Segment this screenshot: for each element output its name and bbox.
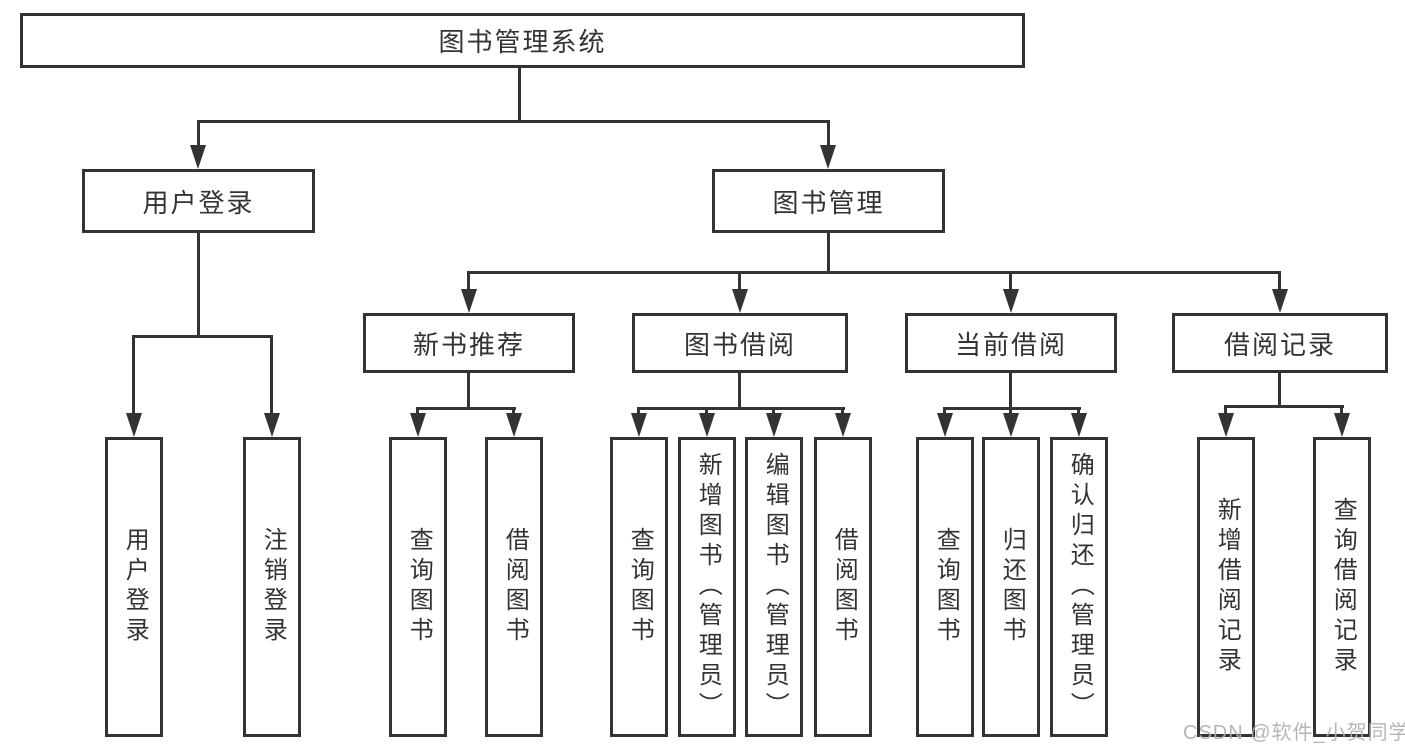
leaf-query-books-borrow: 查询图书 xyxy=(610,437,668,737)
leaf-query-books-recommend: 查询图书 xyxy=(389,437,447,737)
connector-drop xyxy=(1009,271,1012,291)
node-borrow-record: 借阅记录 xyxy=(1172,313,1388,373)
connector-root-stem xyxy=(518,68,521,120)
connector-drop xyxy=(270,335,273,415)
leaf-logout: 注销登录 xyxy=(243,437,301,737)
node-book-borrow: 图书借阅 xyxy=(632,313,848,373)
connector-drop xyxy=(943,407,946,415)
connector-stem xyxy=(738,373,741,407)
leaf-label: 查询图书 xyxy=(626,527,654,647)
leaf-query-borrow-record: 查询借阅记录 xyxy=(1313,437,1371,737)
arrow-down-icon xyxy=(461,289,477,313)
connector-drop xyxy=(197,120,200,147)
arrow-down-icon xyxy=(835,413,851,437)
connector-drop xyxy=(1009,407,1012,415)
connector-drop xyxy=(467,271,470,291)
leaf-label: 新增图书（管理员） xyxy=(694,452,722,722)
arrow-down-icon xyxy=(1272,289,1288,313)
connector-drop xyxy=(772,407,775,415)
leaf-borrow-books-recommend: 借阅图书 xyxy=(485,437,543,737)
connector-drop xyxy=(1224,405,1227,415)
connector-drop xyxy=(1340,405,1343,415)
leaf-label: 用户登录 xyxy=(121,527,149,647)
node-user-login: 用户登录 xyxy=(82,169,315,233)
connector-hline xyxy=(944,407,1081,410)
connector-drop xyxy=(132,335,135,415)
connector-drop xyxy=(512,407,515,415)
connector-drop xyxy=(637,407,640,415)
arrow-down-icon xyxy=(937,413,953,437)
arrow-down-icon xyxy=(1003,289,1019,313)
arrow-down-icon xyxy=(732,289,748,313)
node-library-system: 图书管理系统 xyxy=(20,13,1025,68)
arrow-down-icon xyxy=(506,413,522,437)
leaf-label: 查询借阅记录 xyxy=(1329,497,1357,677)
leaf-label: 借阅图书 xyxy=(501,527,529,647)
leaf-label: 归还图书 xyxy=(998,527,1026,647)
arrow-down-icon xyxy=(1003,413,1019,437)
connector-drop xyxy=(841,407,844,415)
leaf-label: 查询图书 xyxy=(932,527,960,647)
connector-stem xyxy=(1278,373,1281,405)
connector-drop xyxy=(1077,407,1080,415)
leaf-add-books-admin: 新增图书（管理员） xyxy=(678,437,736,737)
arrow-down-icon xyxy=(410,413,426,437)
leaf-return-books: 归还图书 xyxy=(982,437,1040,737)
leaf-label: 新增借阅记录 xyxy=(1213,497,1241,677)
leaf-query-books-current: 查询图书 xyxy=(916,437,974,737)
leaf-user-login: 用户登录 xyxy=(105,437,163,737)
connector-stem xyxy=(1009,373,1012,407)
arrow-down-icon xyxy=(1071,413,1087,437)
leaf-label: 查询图书 xyxy=(405,527,433,647)
node-book-management: 图书管理 xyxy=(712,169,945,233)
connector-user-login-hline xyxy=(133,335,273,338)
connector-drop xyxy=(705,407,708,415)
arrow-down-icon xyxy=(264,413,280,437)
leaf-edit-books-admin: 编辑图书（管理员） xyxy=(745,437,803,737)
connector-hline xyxy=(1225,405,1344,408)
arrow-down-icon xyxy=(190,145,206,169)
leaf-label: 注销登录 xyxy=(259,527,287,647)
connector-drop xyxy=(738,271,741,291)
leaf-add-borrow-record: 新增借阅记录 xyxy=(1197,437,1255,737)
arrow-down-icon xyxy=(820,145,836,169)
leaf-borrow-books: 借阅图书 xyxy=(814,437,872,737)
connector-user-login-stem xyxy=(197,233,200,335)
arrow-down-icon xyxy=(631,413,647,437)
arrow-down-icon xyxy=(1218,413,1234,437)
arrow-down-icon xyxy=(126,413,142,437)
connector-drop xyxy=(827,120,830,147)
connector-drop xyxy=(416,407,419,415)
connector-book-mgmt-stem xyxy=(827,233,830,271)
connector-level2-hline xyxy=(197,120,830,123)
connector-hline xyxy=(638,407,845,410)
connector-stem xyxy=(467,373,470,407)
connector-hline xyxy=(417,407,516,410)
leaf-confirm-return-admin: 确认归还（管理员） xyxy=(1050,437,1108,737)
leaf-label: 确认归还（管理员） xyxy=(1066,452,1094,722)
arrow-down-icon xyxy=(1334,413,1350,437)
connector-drop xyxy=(1278,271,1281,291)
connector-level3-hline xyxy=(468,271,1281,274)
leaf-label: 借阅图书 xyxy=(830,527,858,647)
node-new-book-recommend: 新书推荐 xyxy=(363,313,575,373)
arrow-down-icon xyxy=(766,413,782,437)
leaf-label: 编辑图书（管理员） xyxy=(761,452,789,722)
node-current-borrow: 当前借阅 xyxy=(905,313,1117,373)
csdn-watermark: CSDN @软件_小贺同学 xyxy=(1183,722,1405,744)
arrow-down-icon xyxy=(699,413,715,437)
